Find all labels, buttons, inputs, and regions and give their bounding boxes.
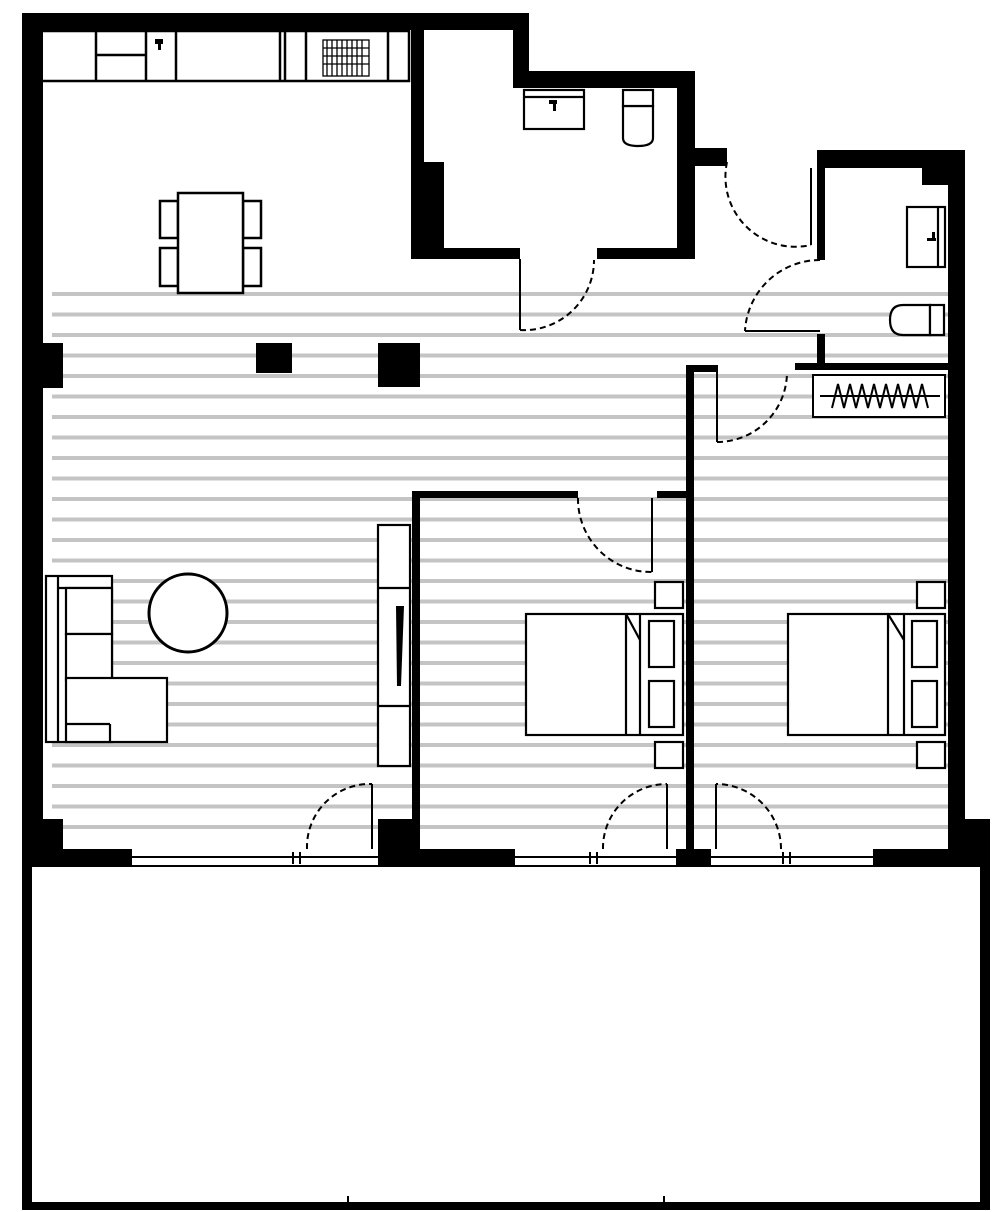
window-lines <box>30 30 982 1208</box>
bed-2 <box>786 612 947 737</box>
sofa <box>44 574 169 744</box>
bed-1 <box>524 612 685 737</box>
door-swings <box>305 161 821 850</box>
nightstand-2 <box>915 580 947 770</box>
sink-tap-icon <box>549 100 557 111</box>
wardrobe <box>812 374 946 418</box>
tv-icon <box>396 606 404 686</box>
dining-table <box>158 191 263 295</box>
shower-sink-tap-icon <box>927 232 936 241</box>
nightstand-1 <box>653 580 685 770</box>
shower-room-toilet <box>888 303 946 337</box>
floor-hatch <box>52 292 948 829</box>
kitchen-sink-tap-icon <box>155 39 163 50</box>
tv-unit <box>376 523 412 768</box>
walls <box>22 13 990 1210</box>
coffee-table <box>147 572 229 654</box>
bathroom-toilet <box>621 88 655 148</box>
cooktop-icon <box>322 39 370 77</box>
shower-room-sink <box>905 205 947 269</box>
